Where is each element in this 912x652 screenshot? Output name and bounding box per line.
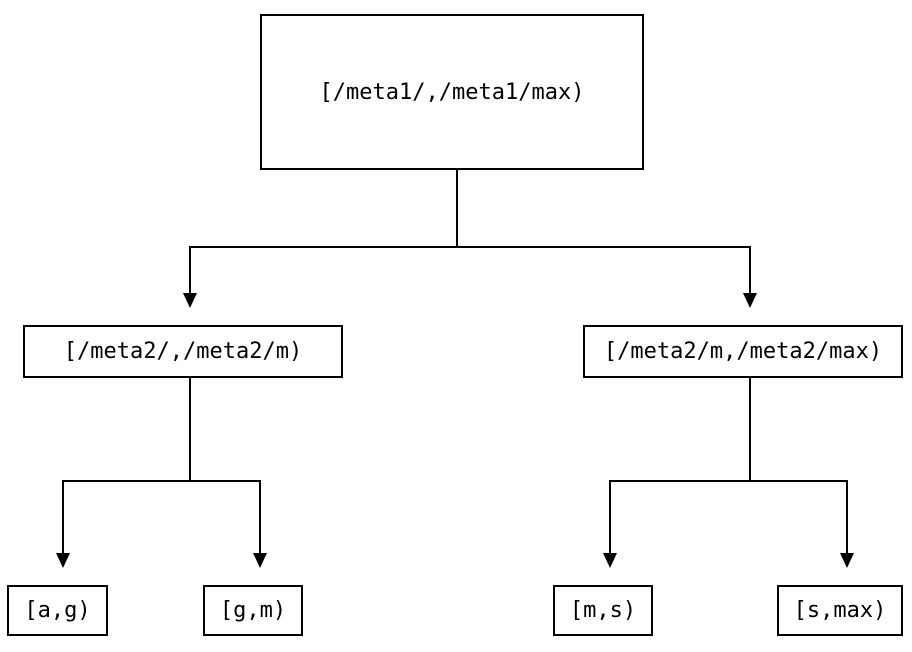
node-leaf-gm-label: [g,m) (219, 598, 287, 623)
arrowhead-to-level2-right (743, 293, 757, 308)
node-root-label: [/meta1/,/meta1/max) (319, 79, 585, 105)
node-level2-right-label: [/meta2/m,/meta2/max) (603, 339, 883, 364)
node-level2-left: [/meta2/,/meta2/m) (23, 325, 343, 378)
node-level2-right: [/meta2/m,/meta2/max) (583, 325, 903, 378)
arrowhead-to-leaf-ag (56, 553, 70, 568)
node-leaf-smax: [s,max) (777, 585, 903, 636)
node-level2-left-label: [/meta2/,/meta2/m) (63, 339, 303, 364)
arrowhead-to-leaf-gm (253, 553, 267, 568)
arrowhead-to-level2-left (183, 293, 197, 308)
node-leaf-ms: [m,s) (553, 585, 653, 636)
edges-root-to-level2 (183, 168, 757, 308)
node-leaf-ms-label: [m,s) (569, 598, 637, 623)
node-leaf-smax-label: [s,max) (793, 598, 887, 623)
edges-left-to-leaves (56, 378, 267, 568)
node-leaf-ag-label: [a,g) (24, 598, 91, 623)
node-root: [/meta1/,/meta1/max) (260, 14, 644, 170)
node-leaf-ag: [a,g) (7, 585, 108, 636)
arrowhead-to-leaf-smax (840, 553, 854, 568)
edges-right-to-leaves (603, 378, 854, 568)
node-leaf-gm: [g,m) (203, 585, 303, 636)
arrowhead-to-leaf-ms (603, 553, 617, 568)
